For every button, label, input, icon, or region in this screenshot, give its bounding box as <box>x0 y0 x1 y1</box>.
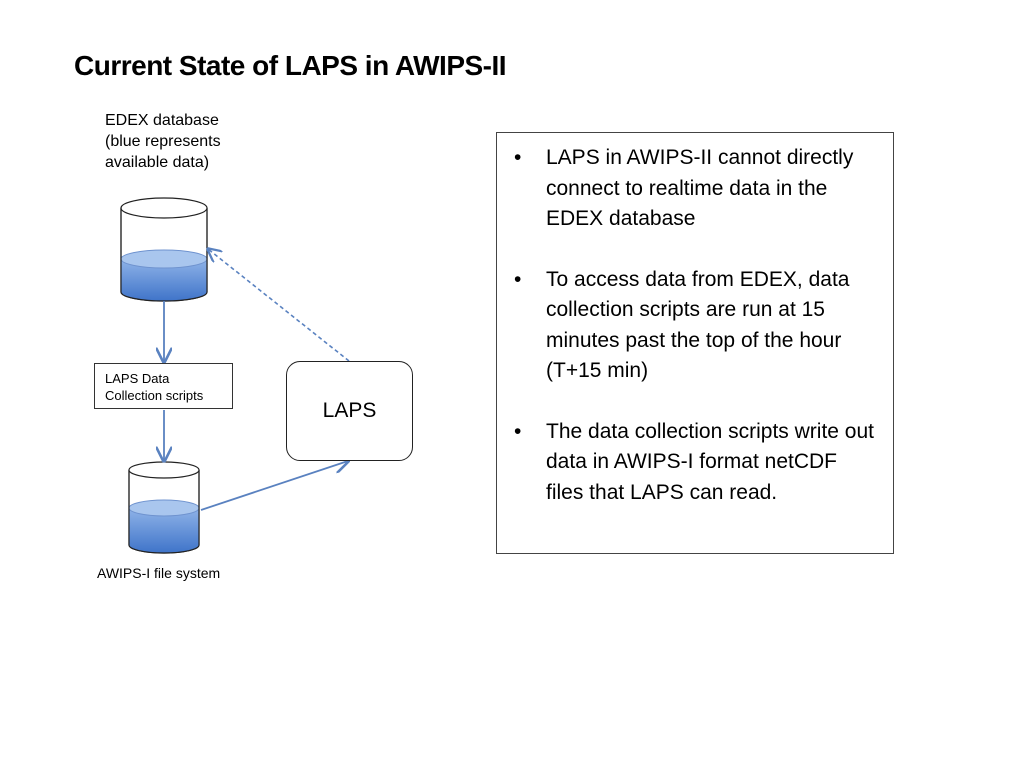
note-text: The data collection scripts write out da… <box>546 419 874 504</box>
scripts-box-line: Collection scripts <box>105 388 204 403</box>
edex-caption-line: available data) <box>105 154 210 171</box>
edex-caption-line: (blue represents <box>105 133 221 150</box>
file-system-caption: AWIPS-I file system <box>97 565 221 581</box>
edex-database-cylinder <box>120 197 208 302</box>
notes-box: • LAPS in AWIPS-II cannot directly conne… <box>496 132 894 554</box>
edex-caption-line: EDEX database <box>105 112 219 129</box>
bullet-icon: • <box>514 146 522 169</box>
laps-box: LAPS <box>286 361 413 461</box>
laps-label: LAPS <box>322 399 377 422</box>
note-item: • The data collection scripts write out … <box>507 417 877 509</box>
notes-list: • LAPS in AWIPS-II cannot directly conne… <box>507 143 877 508</box>
awips-file-system-cylinder <box>128 461 200 554</box>
bullet-icon: • <box>514 267 522 291</box>
note-text: To access data from EDEX, data collectio… <box>546 267 850 383</box>
arrow-filesystem-to-laps <box>200 461 348 511</box>
data-collection-scripts-box: LAPS Data Collection scripts <box>94 363 233 409</box>
bullet-icon: • <box>514 419 522 443</box>
note-item: • To access data from EDEX, data collect… <box>507 265 877 387</box>
slide-title: Current State of LAPS in AWIPS-II <box>74 50 507 81</box>
note-text: LAPS in AWIPS-II cannot directly connect… <box>546 146 854 230</box>
edex-database-caption: EDEX database (blue represents available… <box>105 110 275 173</box>
dashed-arrow-laps-to-edex <box>208 249 350 362</box>
note-item: • LAPS in AWIPS-II cannot directly conne… <box>507 143 877 235</box>
scripts-box-line: LAPS Data <box>105 371 170 386</box>
